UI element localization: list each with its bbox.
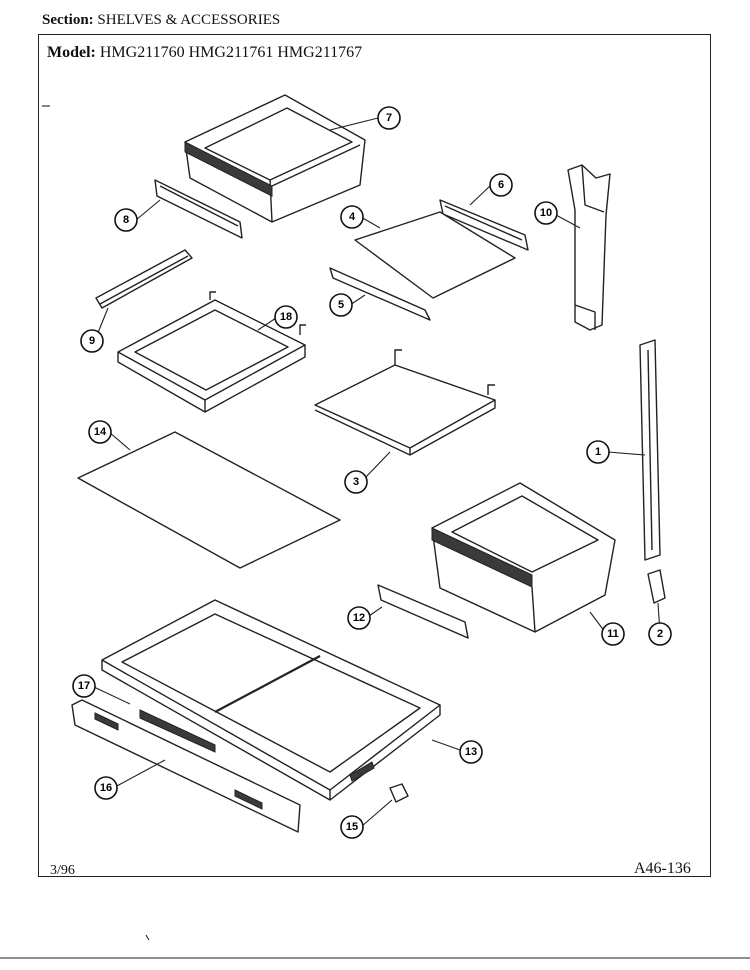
part-crisper-cover-13[interactable] <box>101 599 441 801</box>
model-heading: Model: HMG211760 HMG211761 HMG211767 <box>47 44 362 62</box>
part-crisper-drawer-top[interactable] <box>184 94 366 223</box>
part-drawer-trim-12[interactable] <box>377 584 469 639</box>
callout-2: 2 <box>648 622 672 646</box>
part-shelf-front-trim-5[interactable] <box>329 267 431 321</box>
section-label: Section: <box>42 12 94 28</box>
callout-18: 18 <box>274 305 298 329</box>
revision-date: 3/96 <box>50 863 75 878</box>
callout-10: 10 <box>534 201 558 225</box>
callout-15: 15 <box>340 815 364 839</box>
callout-1: 1 <box>586 440 610 464</box>
section-heading: Section: SHELVES & ACCESSORIES <box>42 12 280 29</box>
model-number: HMG211760 <box>99 44 185 61</box>
callout-9: 9 <box>80 329 104 353</box>
svg-text:5: 5 <box>338 299 344 311</box>
part-vertical-rail-1[interactable] <box>639 339 661 561</box>
part-shelf-3[interactable] <box>314 349 496 456</box>
svg-text:8: 8 <box>123 214 129 226</box>
callout-6: 6 <box>489 173 513 197</box>
callout-8: 8 <box>114 208 138 232</box>
svg-text:10: 10 <box>540 207 552 219</box>
part-front-rail-16[interactable] <box>71 699 301 833</box>
svg-text:3: 3 <box>353 476 359 488</box>
callout-7: 7 <box>377 106 401 130</box>
part-glass-shelf-4[interactable] <box>354 211 516 299</box>
part-drawer-trim-8[interactable] <box>154 179 243 239</box>
page-code: A46-136 <box>634 860 691 877</box>
part-rail-9[interactable] <box>95 249 193 309</box>
callout-4: 4 <box>340 205 364 229</box>
model-number: HMG211761 <box>188 44 274 61</box>
callout-3: 3 <box>344 470 368 494</box>
svg-text:7: 7 <box>386 112 392 124</box>
svg-text:18: 18 <box>280 311 292 323</box>
callout-14: 14 <box>88 420 112 444</box>
callout-17: 17 <box>72 674 96 698</box>
section-value: SHELVES & ACCESSORIES <box>97 12 281 28</box>
part-vent-17[interactable] <box>139 709 216 753</box>
svg-text:1: 1 <box>595 446 601 458</box>
part-framed-shelf-18[interactable] <box>117 291 306 413</box>
callout-11: 11 <box>601 622 625 646</box>
part-clip-2[interactable] <box>647 569 666 604</box>
callout-16: 16 <box>94 776 118 800</box>
svg-text:6: 6 <box>498 179 504 191</box>
svg-text:16: 16 <box>100 782 112 794</box>
part-crisper-drawer-lower[interactable] <box>431 482 616 633</box>
svg-text:9: 9 <box>89 335 95 347</box>
callout-13: 13 <box>459 740 483 764</box>
part-glass-panel-14[interactable] <box>77 431 341 569</box>
part-shelf-trim-6[interactable] <box>439 199 529 251</box>
svg-text:17: 17 <box>78 680 90 692</box>
callout-12: 12 <box>347 606 371 630</box>
stray-mark <box>145 934 150 941</box>
svg-text:14: 14 <box>94 426 107 438</box>
model-number: HMG211767 <box>277 44 363 61</box>
callout-5: 5 <box>329 293 353 317</box>
svg-text:4: 4 <box>349 211 356 223</box>
svg-text:12: 12 <box>353 612 365 624</box>
svg-text:15: 15 <box>346 821 358 833</box>
svg-text:11: 11 <box>607 628 619 640</box>
svg-text:2: 2 <box>657 628 663 640</box>
model-label: Model: <box>47 44 96 61</box>
part-duct-10[interactable] <box>567 164 611 331</box>
diagram-frame <box>38 34 711 877</box>
svg-text:13: 13 <box>465 746 477 758</box>
part-clip-15[interactable] <box>389 783 409 803</box>
